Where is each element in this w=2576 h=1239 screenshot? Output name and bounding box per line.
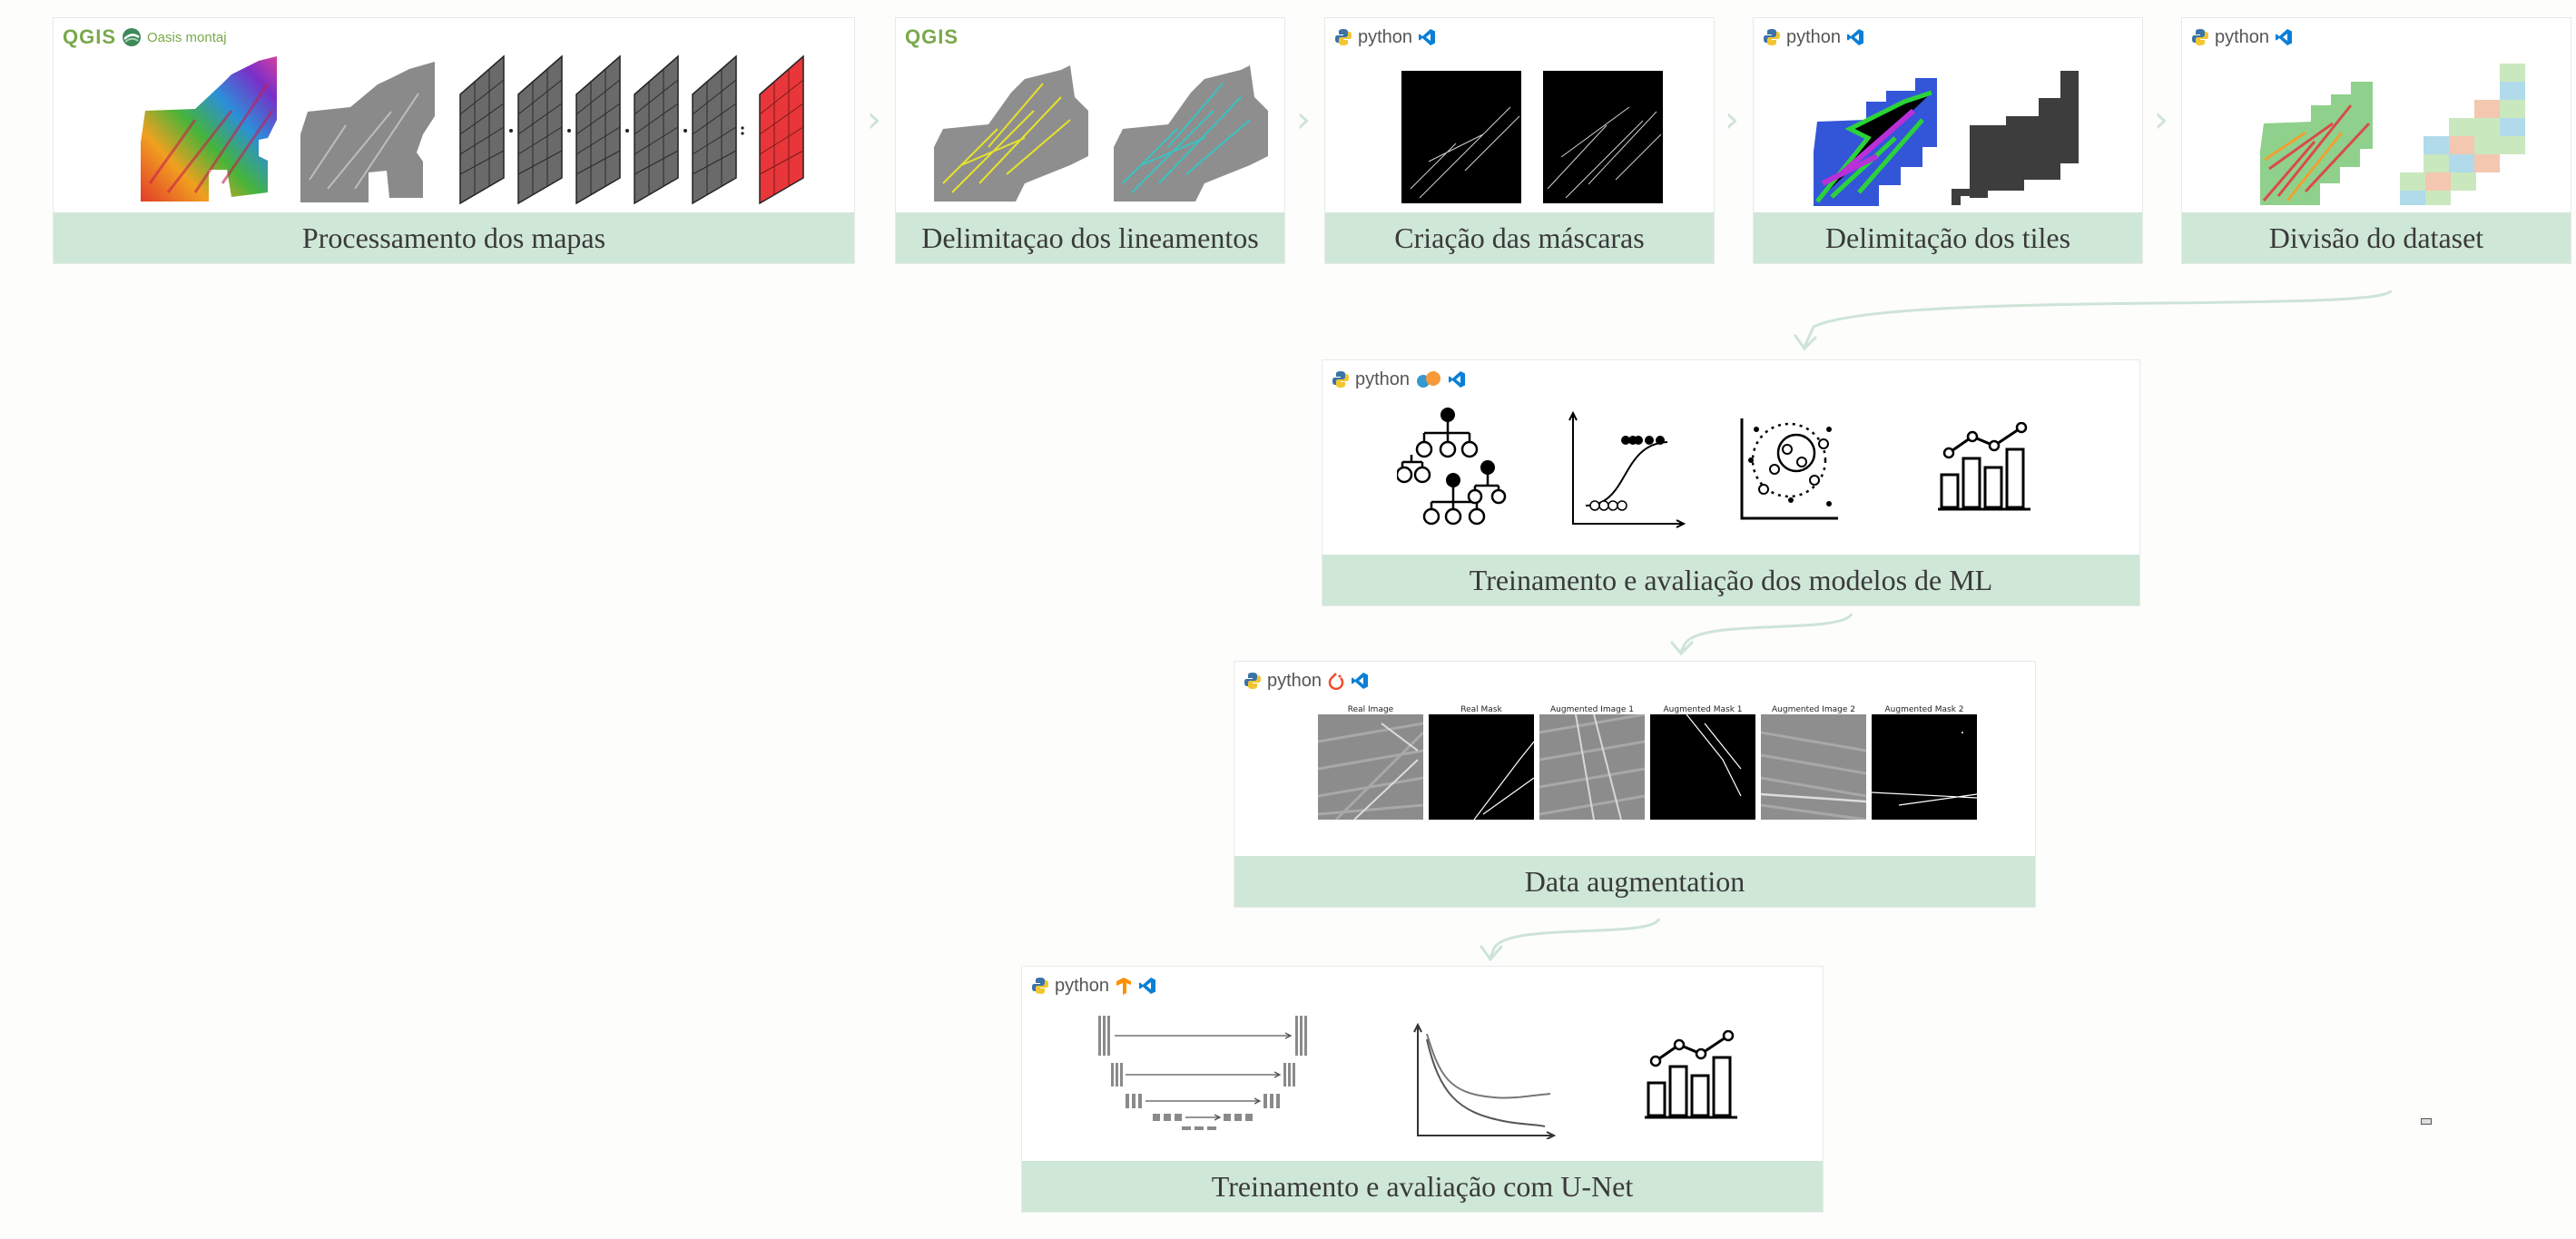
tool-logos: python [1031,972,1156,999]
tool-logos: python [2191,24,2293,51]
qgis-logo: QGIS [63,25,117,48]
arrowhead-icon [1794,334,1817,351]
step-caption: Delimitação dos tiles [1754,212,2142,263]
tool-logos: python [1332,366,1466,393]
step-processamento-mapas: QGIS Oasis montaj [53,17,855,264]
step-caption: Treinamento e avaliação com U-Net [1022,1161,1823,1212]
tool-logos: QGIS [905,24,959,51]
pytorch-icon [1328,673,1344,690]
python-icon [1244,672,1262,690]
connector-5-to-6 [1803,289,2393,348]
python-logo-text: python [1358,26,1413,47]
thumb-title: Augmented Image 1 [1550,705,1634,714]
unet-architecture-icon [1098,1016,1307,1130]
arrow-right-icon: › [1725,99,1739,141]
logistic-regression-icon [1568,411,1686,528]
thumb-title: Augmented Mask 1 [1663,705,1743,714]
step-caption: Processamento dos mapas [54,212,854,263]
step-data-augmentation: python Real Image Real Mask Augmented Im… [1234,661,2036,908]
arrow-right-icon: › [867,99,881,141]
vscode-icon [1448,370,1466,388]
augmented-mask-1 [1650,714,1755,820]
step-caption: Treinamento e avaliação dos modelos de M… [1322,555,2139,605]
python-logo-text: python [2215,26,2270,47]
thumb-title: Real Mask [1460,705,1502,714]
tool-logos: python [1763,24,1864,51]
oasis-montaj-logo: Oasis montaj [147,29,227,45]
sample-real-mask: Real Mask [1429,705,1534,823]
python-logo-text: python [1786,26,1842,47]
step-caption: Divisão do dataset [2182,212,2571,263]
lineament-map-yellow [934,65,1088,202]
step-caption: Criação das máscaras [1325,212,1714,263]
step-treinamento-ml: python [1322,359,2140,606]
sample-augmented-mask-1: Augmented Mask 1 [1650,705,1755,823]
sample-augmented-image-2: Augmented Image 2 [1761,705,1866,823]
thumb-title: Augmented Image 2 [1772,705,1855,714]
tool-logos: python [1244,667,1369,694]
arrowhead-icon [1480,945,1503,962]
python-logo-text: python [1267,670,1322,691]
python-logo-text: python [1055,975,1110,996]
python-icon [1031,977,1049,995]
step-treinamento-unet: python [1021,966,1824,1213]
scikit-learn-icon [1417,371,1441,388]
connector-6-to-7 [1679,613,1853,653]
step-caption: Delimitaçao dos lineamentos [896,212,1284,263]
arrow-right-icon: › [2154,99,2168,141]
step-caption: Data augmentation [1234,856,2035,907]
arrow-right-icon: › [1296,99,1311,141]
python-logo-text: python [1355,369,1411,389]
connector-7-to-8 [1489,918,1661,959]
augmented-mask-2 [1872,714,1977,820]
tensorflow-icon [1116,978,1132,995]
tiled-gray-map [1952,71,2079,205]
lineament-map-cyan [1114,65,1268,202]
loss-curve-icon [1413,1022,1557,1139]
step-criacao-mascaras: python Criação das máscaras [1324,17,1715,264]
step-delimitacao-tiles: python Delimitação dos tiles [1753,17,2143,264]
sample-real-image: Real Image [1318,705,1423,823]
magnetic-map-image [141,56,277,202]
hillshade-map-image [300,62,435,202]
metrics-chart-icon [1645,1030,1737,1119]
tiled-colored-map [1814,78,1937,206]
small-marker [2421,1118,2432,1125]
tool-logos: QGIS Oasis montaj [63,24,227,51]
dataset-split-map-1 [2260,82,2373,205]
arrowhead-icon [1670,641,1694,656]
augmented-image-1 [1539,714,1645,820]
sample-augmented-mask-2: Augmented Mask 2 [1872,705,1977,823]
clustering-icon [1740,418,1838,520]
mask-image-2 [1543,71,1663,203]
oasis-montaj-icon [123,28,142,46]
mask-image-1 [1401,71,1521,203]
thumb-title: Augmented Mask 2 [1884,705,1964,714]
step-divisao-dataset: python Divisão do da [2181,17,2571,264]
grid-layer [459,54,737,205]
tool-logos: python [1334,24,1436,51]
thumb-title: Real Image [1347,705,1394,714]
augmentation-samples: Real Image Real Mask Augmented Image 1 A… [1318,705,1981,823]
qgis-logo: QGIS [905,25,959,48]
vscode-icon [1138,977,1156,995]
step-delimitacao-lineamentos: QGIS Delimitaçao dos lineamentos [895,17,1285,264]
real-mask [1429,714,1534,820]
dataset-split-map-2 [2400,64,2525,205]
decision-tree-icon [1397,408,1507,526]
sample-augmented-image-1: Augmented Image 1 [1539,705,1645,823]
augmented-image-2 [1761,714,1866,820]
performance-chart-icon [1938,422,2030,511]
raster-grid-stack [459,54,804,205]
vscode-icon [1351,672,1369,690]
real-image [1318,714,1423,820]
python-icon [1332,370,1350,388]
